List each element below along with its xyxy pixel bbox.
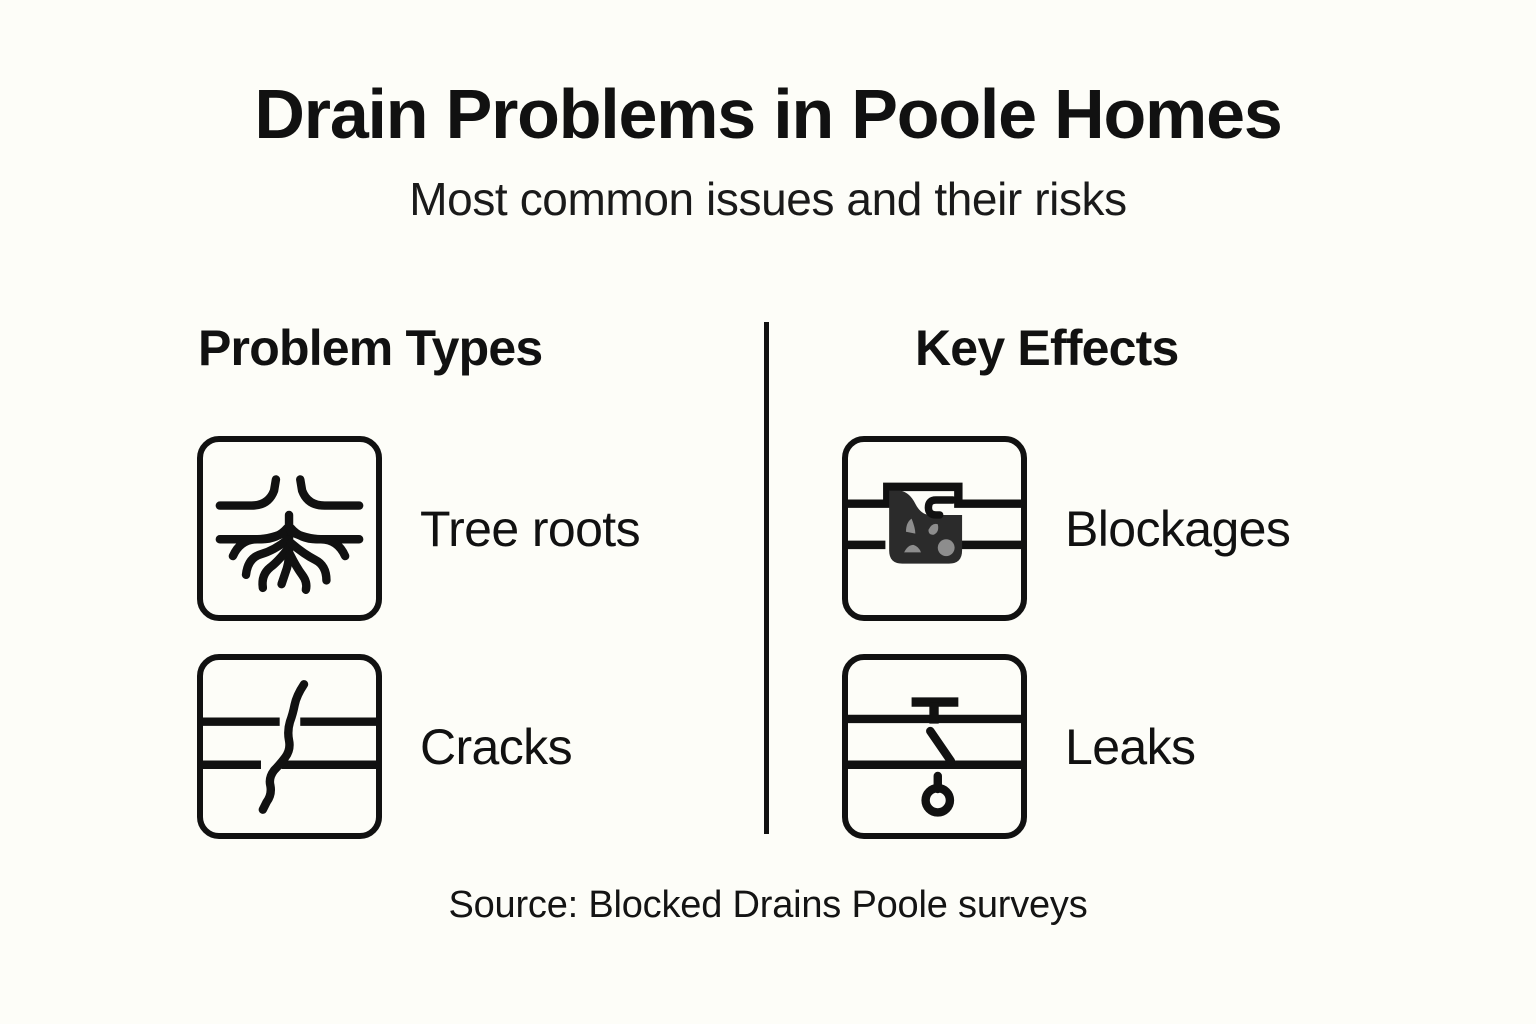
column-problem-types: Problem Types — [60, 318, 760, 839]
item-label-tree-roots: Tree roots — [420, 500, 641, 557]
list-item-blockages[interactable]: Blockages — [780, 436, 1480, 621]
problem-types-list: Tree roots — [60, 436, 760, 872]
item-label-leaks: Leaks — [1065, 718, 1196, 775]
column-heading-key-effects: Key Effects — [915, 320, 1179, 376]
leaking-pipe-droplet-icon — [842, 654, 1027, 839]
source-note: Source: Blocked Drains Poole surveys — [448, 884, 1088, 926]
list-item-leaks[interactable]: Leaks — [780, 654, 1480, 839]
item-label-cracks: Cracks — [420, 718, 573, 775]
footer: Source: Blocked Drains Poole surveys — [0, 884, 1536, 927]
page-subtitle: Most common issues and their risks — [409, 172, 1127, 225]
column-divider — [764, 322, 769, 834]
header: Drain Problems in Poole Homes Most commo… — [0, 75, 1536, 225]
item-label-blockages: Blockages — [1065, 500, 1291, 557]
key-effects-list: Blockages — [780, 436, 1480, 872]
column-heading-problem-types: Problem Types — [198, 320, 543, 376]
tree-roots-pipe-icon — [197, 436, 382, 621]
columns-container: Problem Types — [0, 318, 1536, 848]
blocked-pipe-debris-icon — [842, 436, 1027, 621]
list-item-tree-roots[interactable]: Tree roots — [60, 436, 760, 621]
cracked-pipe-icon — [197, 654, 382, 839]
page-title: Drain Problems in Poole Homes — [254, 75, 1282, 153]
list-item-cracks[interactable]: Cracks — [60, 654, 760, 839]
column-key-effects: Key Effects — [780, 318, 1480, 839]
